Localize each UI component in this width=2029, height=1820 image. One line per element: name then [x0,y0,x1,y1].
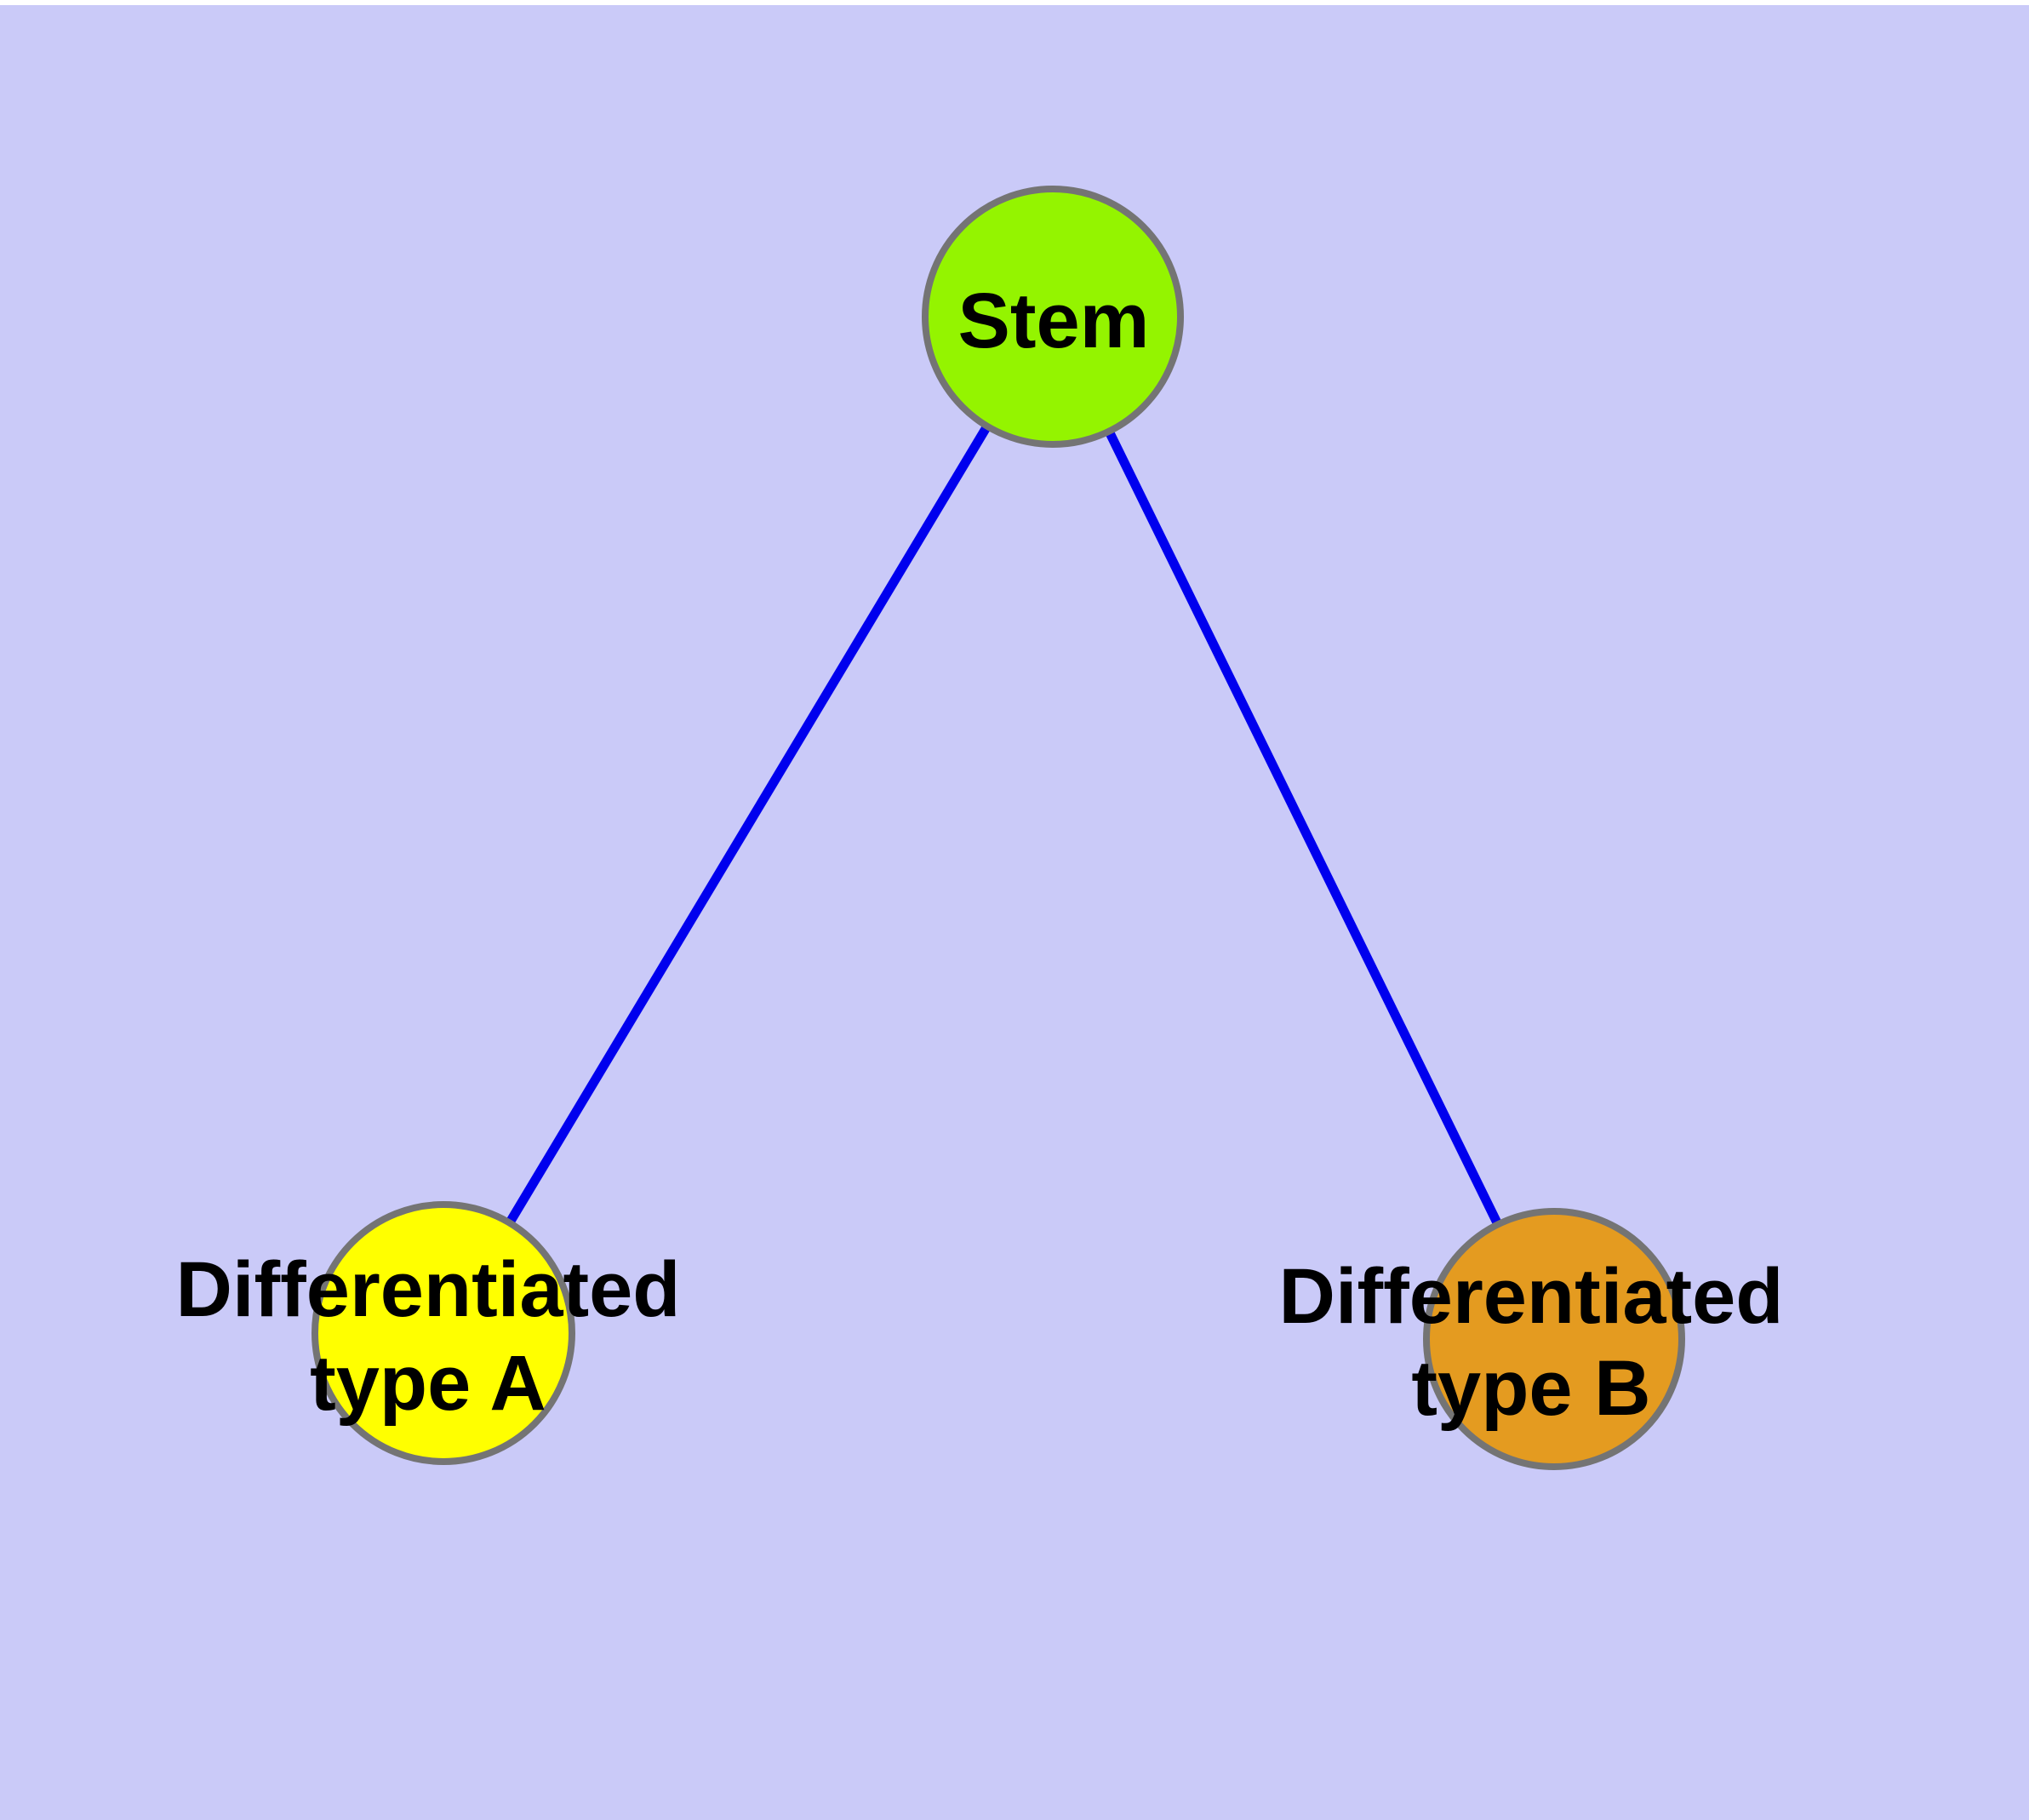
edges [439,314,1558,1342]
node-stem-label: Stem [958,278,1150,364]
node-stem [922,186,1184,448]
node-type-a-label-line2: type A [310,1340,546,1427]
edge-stem-to-type-a [439,314,1057,1336]
top-white-strip [0,0,2029,5]
node-type-a-label-line1: Differentiated [176,1246,681,1333]
node-type-b [1423,1208,1685,1470]
nodes [311,186,1685,1470]
node-type-b-label-line1: Differentiated [1279,1253,1784,1340]
edge-stem-to-type-b [1049,314,1558,1342]
node-labels: Stem Differentiated type A Differentiate… [176,278,1784,1432]
node-type-a [311,1201,575,1465]
node-type-b-label-line2: type B [1411,1345,1650,1432]
